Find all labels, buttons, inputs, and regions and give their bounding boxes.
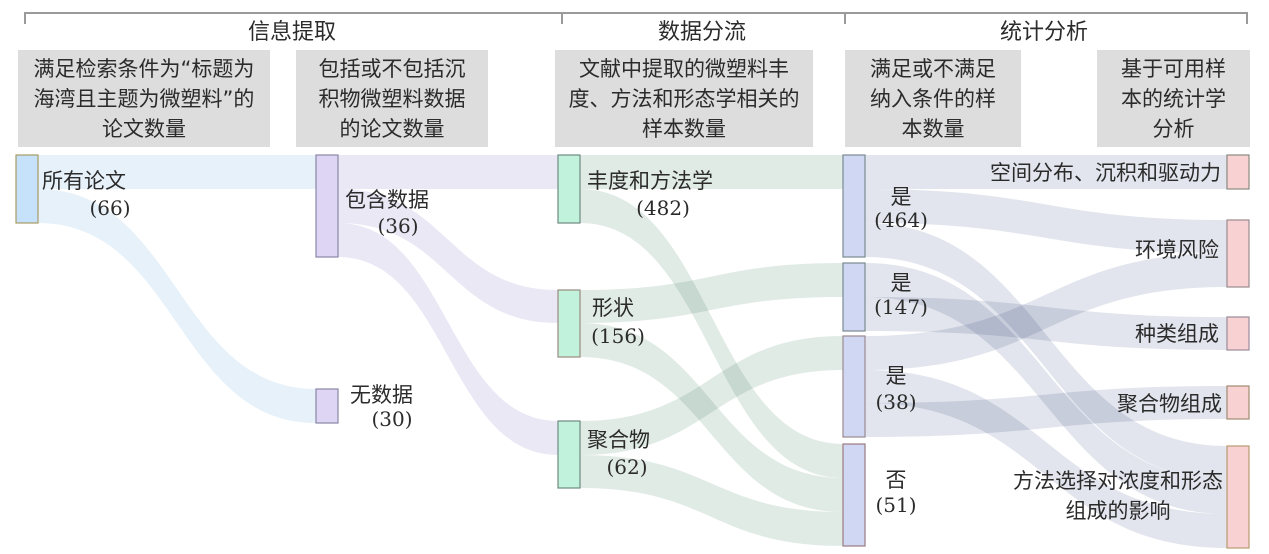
link-poly-to-yes38 (580, 336, 843, 455)
node-with (315, 154, 339, 258)
node-label-no51: 否 (886, 468, 907, 492)
link-yes464-to-risk (865, 189, 1227, 253)
link-yes147-to-method (865, 263, 1227, 514)
section-bracket-extraction (24, 12, 562, 24)
link-yes38-to-polycomp (865, 386, 1227, 437)
sankey-nodes (15, 154, 1250, 549)
node-count-without: (30) (371, 407, 412, 431)
stage-header-samples: 文献中提取的微塑料丰度、方法和形态学相关的样本数量 (555, 50, 813, 147)
node-label-all: 所有论文 (42, 169, 126, 193)
section-title-extraction: 信息提取 (247, 20, 336, 45)
node-label-yes147: 是 (891, 271, 912, 295)
stage-header-statistics: 基于可用样本的统计学分析 (1097, 50, 1250, 147)
node-yes147 (842, 262, 866, 332)
node-spatial (1226, 154, 1250, 190)
node-label-poly: 聚合物 (587, 428, 650, 452)
node-abund (557, 154, 581, 224)
stage-header-inclusion: 满足或不满足纳入条件的样本数量 (845, 50, 1021, 147)
link-abund-to-no51 (580, 189, 843, 478)
stage-header-papers: 满足检索条件为“标题为海湾且主题为微塑料”的论文数量 (18, 50, 270, 147)
node-label-yes38: 是 (886, 364, 907, 388)
node-species (1226, 316, 1250, 351)
sankey-labels: 所有论文 (66) 包含数据(36) 无数据(30) 丰度和方法学 (482) 形状 (156… (42, 161, 1222, 517)
node-label-method: 方法选择对浓度和形态组成的影响 (1013, 469, 1223, 523)
node-shape (557, 289, 581, 358)
link-shape-to-no51 (580, 323, 843, 512)
node-yes464 (842, 154, 866, 258)
node-no51 (842, 443, 866, 547)
node-label-shape: 形状 (592, 296, 634, 320)
node-count-shape: (156) (591, 324, 645, 348)
node-without (315, 388, 339, 424)
section-title-analysis: 统计分析 (999, 20, 1088, 45)
stage-header-data: 包括或不包括沉积物微塑料数据的论文数量 (296, 50, 488, 147)
node-label-spatial: 空间分布、沉积和驱动力 (990, 161, 1221, 185)
link-abund-to-yes464 (580, 155, 843, 189)
link-poly-to-no51 (580, 455, 843, 546)
section-title-split: 数据分流 (657, 20, 746, 45)
node-count-all: (66) (89, 196, 130, 220)
node-yes38 (842, 335, 866, 438)
node-label-risk: 环境风险 (1135, 238, 1219, 262)
node-count-yes464: (464) (874, 208, 928, 232)
link-all-to-without (38, 189, 316, 423)
node-label-with: 包含数据 (345, 188, 429, 212)
link-yes38-to-risk (865, 253, 1227, 370)
node-method (1226, 445, 1250, 549)
sankey-links (38, 155, 1227, 548)
node-count-yes147: (147) (874, 295, 928, 319)
node-count-poly: (62) (606, 455, 647, 479)
link-with-to-poly (338, 223, 558, 455)
node-risk (1226, 219, 1250, 288)
node-all (15, 154, 39, 224)
node-count-with: (36) (377, 214, 418, 238)
link-shape-to-yes147 (580, 263, 843, 323)
section-bracket-split (561, 12, 845, 24)
node-poly (557, 420, 581, 489)
node-label-without: 无数据 (350, 383, 413, 407)
node-label-yes464: 是 (891, 185, 912, 209)
link-yes464-to-method (865, 223, 1227, 480)
node-count-abund: (482) (636, 196, 690, 220)
node-label-species: 种类组成 (1135, 322, 1219, 346)
node-count-yes38: (38) (875, 390, 916, 414)
link-yes464-to-spatial (865, 155, 1227, 189)
node-count-no51: (51) (875, 493, 916, 517)
link-with-to-shape (338, 189, 558, 323)
section-bracket-analysis (844, 12, 1248, 24)
link-all-to-with (38, 155, 316, 189)
node-label-abund: 丰度和方法学 (587, 169, 713, 193)
node-polycomp (1226, 385, 1250, 420)
node-label-polycomp: 聚合物组成 (1117, 392, 1222, 416)
link-with-to-abund (338, 155, 558, 189)
